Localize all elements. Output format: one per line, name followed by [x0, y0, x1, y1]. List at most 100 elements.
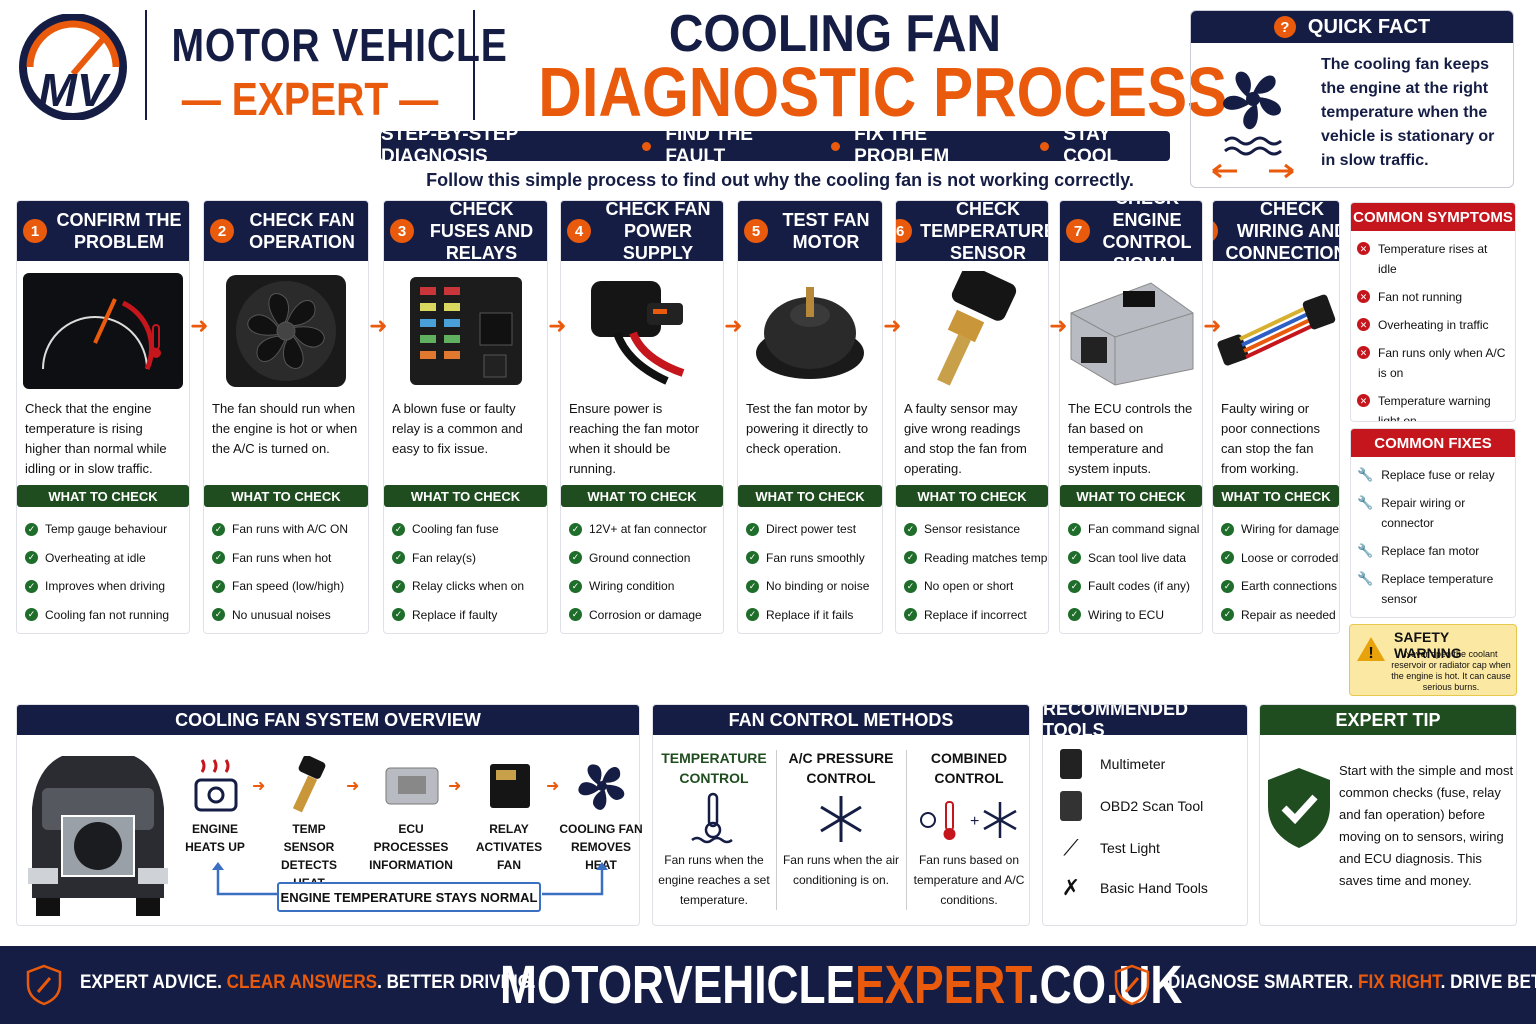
- check-icon: ✓: [1221, 579, 1234, 593]
- check-icon: ✓: [212, 551, 225, 565]
- check-item: ✓Cooling fan fuse: [392, 515, 539, 544]
- check-icon: ✓: [569, 551, 582, 565]
- check-item: ✓Replace if faulty: [392, 601, 539, 630]
- step-card-4: 4Check fan power supplyEnsure power is r…: [560, 200, 724, 634]
- what-to-check-header: WHAT TO CHECK: [1213, 485, 1339, 507]
- check-label: Fault codes (if any): [1088, 579, 1191, 594]
- check-icon: ✓: [746, 579, 759, 593]
- temp-sensor-icon: [280, 755, 340, 816]
- tools-title: RECOMMENDED TOOLS: [1043, 705, 1247, 740]
- step-description: The fan should run when the engine is ho…: [212, 401, 358, 456]
- step-title: Check wiring and connections: [1225, 200, 1340, 263]
- check-label: Earth connections: [1241, 579, 1338, 594]
- check-item: ✓No open or short: [904, 572, 1040, 601]
- check-icon: ✓: [1221, 522, 1234, 536]
- tool-multimeter: Multimeter: [1060, 748, 1165, 780]
- wrench-icon: 🔧: [1357, 617, 1373, 618]
- arrow-right-icon: ➜: [1203, 314, 1222, 339]
- footer-website[interactable]: MOTORVEHICLEEXPERT.CO.UK: [500, 955, 1183, 1015]
- what-to-check-header: WHAT TO CHECK: [896, 485, 1048, 507]
- shield-icon: [1114, 964, 1150, 1006]
- fan-control-panel: FAN CONTROL METHODS: [652, 704, 1030, 926]
- loop-arrow-icon: [212, 862, 608, 896]
- arrow-right-icon: ➜: [252, 776, 266, 795]
- shield-check-icon: [1268, 768, 1330, 848]
- tool-hand-tools: ✗Basic Hand Tools: [1060, 872, 1208, 904]
- check-label: Loose or corroded pins: [1241, 550, 1339, 565]
- step-description: Ensure power is reaching the fan motor w…: [569, 401, 700, 476]
- check-item: ✓Wiring to ECU: [1068, 601, 1194, 630]
- expert-tip-title: EXPERT TIP: [1260, 705, 1516, 735]
- check-item: ✓ Fan speed (low/high): [212, 572, 360, 601]
- expert-tip-panel: EXPERT TIP: [1259, 704, 1517, 926]
- connector-icon: [561, 267, 723, 395]
- common-symptoms-box: COMMON SYMPTOMS ✕Temperature rises at id…: [1350, 202, 1516, 422]
- method-desc: Fan runs when the air conditioning is on…: [782, 853, 900, 887]
- tool-label: Multimeter: [1100, 756, 1166, 772]
- x-circle-icon: ✕: [1357, 318, 1370, 331]
- safety-title: SAFETY WARNING: [1394, 629, 1462, 661]
- check-icon: ✓: [392, 608, 405, 622]
- multimeter-icon: [1060, 749, 1082, 779]
- question-icon: ?: [1273, 16, 1296, 38]
- check-list: ✓Wiring for damage✓Loose or corroded pin…: [1213, 507, 1339, 629]
- list-item-label: Repair ECU or wiring fault: [1381, 617, 1509, 618]
- check-label: Repair as needed: [1241, 607, 1336, 622]
- x-circle-icon: ✕: [1357, 242, 1370, 255]
- method-combined: Combined control Fan runs based on tempe…: [907, 748, 1031, 910]
- footer: EXPERT ADVICE. CLEAR ANSWERS. BETTER DRI…: [0, 946, 1536, 1024]
- divider: [776, 750, 777, 910]
- check-label: No unusual noises: [232, 607, 331, 622]
- wrench-icon: 🔧: [1357, 495, 1374, 510]
- check-item: ✓Fault codes (if any): [1068, 572, 1194, 601]
- wiring-icon: [1213, 267, 1339, 395]
- check-item: ✓Temp gauge behaviour: [25, 515, 181, 544]
- check-item: ✓Scan tool live data: [1068, 544, 1194, 573]
- check-icon: ✓: [392, 579, 405, 593]
- list-item: 🔧Replace fan motor: [1357, 537, 1509, 565]
- warning-icon: !: [1357, 637, 1385, 662]
- check-item: ✓Corrosion or damage: [569, 601, 715, 630]
- tool-test-light: ⟋Test Light: [1060, 832, 1160, 864]
- check-icon: ✓: [1068, 551, 1081, 565]
- step-description: A blown fuse or faulty relay is a common…: [392, 401, 523, 456]
- check-item: ✓Replace if incorrect: [904, 601, 1040, 630]
- check-list: ✓Temp gauge behaviour✓Overheating at idl…: [17, 507, 189, 629]
- engine-heat-icon: [186, 756, 246, 816]
- check-item: ✓Replace if it fails: [746, 601, 874, 630]
- check-label: Fan relay(s): [412, 550, 477, 565]
- x-circle-icon: ✕: [1357, 290, 1370, 303]
- check-list: ✓Sensor resistance✓Reading matches temp✓…: [896, 507, 1048, 629]
- step-number: 6: [896, 219, 913, 243]
- brand-name: MOTOR VEHICLE — EXPERT —: [145, 10, 507, 125]
- what-to-check-header: WHAT TO CHECK: [1060, 485, 1202, 507]
- check-item: ✓Direct power test: [746, 515, 874, 544]
- check-item: ✓Fan runs with A/C ON: [212, 515, 360, 544]
- method-title: Combined control: [930, 750, 1008, 786]
- car-engine-icon: [28, 756, 168, 916]
- method-desc: Fan runs based on temperature and A/C co…: [913, 853, 1025, 907]
- check-icon: ✓: [212, 579, 225, 593]
- list-item: 🔧Replace temperature sensor: [1357, 565, 1509, 613]
- overview-step-label: ECU processes information: [369, 822, 453, 872]
- step-description: A faulty sensor may give wrong readings …: [904, 401, 1027, 476]
- step-card-5: 5Test fan motorTest the fan motor by pow…: [737, 200, 883, 634]
- what-to-check-header: WHAT TO CHECK: [561, 485, 723, 507]
- check-icon: ✓: [904, 579, 917, 593]
- step-description: Check that the engine temperature is ris…: [25, 401, 167, 476]
- footer-slogan-left: EXPERT ADVICE. CLEAR ANSWERS. BETTER DRI…: [80, 972, 536, 993]
- step-number: 4: [567, 219, 591, 243]
- check-item: ✓Loose or corroded pins: [1221, 544, 1339, 573]
- step-card-2: 2Check fan operationThe fan should run w…: [203, 200, 369, 634]
- list-item: 🔧Repair wiring or connector: [1357, 489, 1509, 537]
- check-label: Temp gauge behaviour: [45, 522, 168, 537]
- bullet-icon: [1040, 141, 1050, 151]
- fan-heat-icon: [1212, 71, 1294, 179]
- common-fixes-title: COMMON FIXES: [1351, 429, 1515, 457]
- safety-text: Never open the coolant reservoir or radi…: [1391, 649, 1511, 692]
- check-label: Fan speed (low/high): [232, 579, 345, 594]
- step-number: 5: [744, 219, 768, 243]
- check-label: Direct power test: [766, 522, 857, 537]
- combined-icon: +: [920, 801, 1017, 840]
- subtitle-item: FIND THE FAULT: [665, 124, 753, 167]
